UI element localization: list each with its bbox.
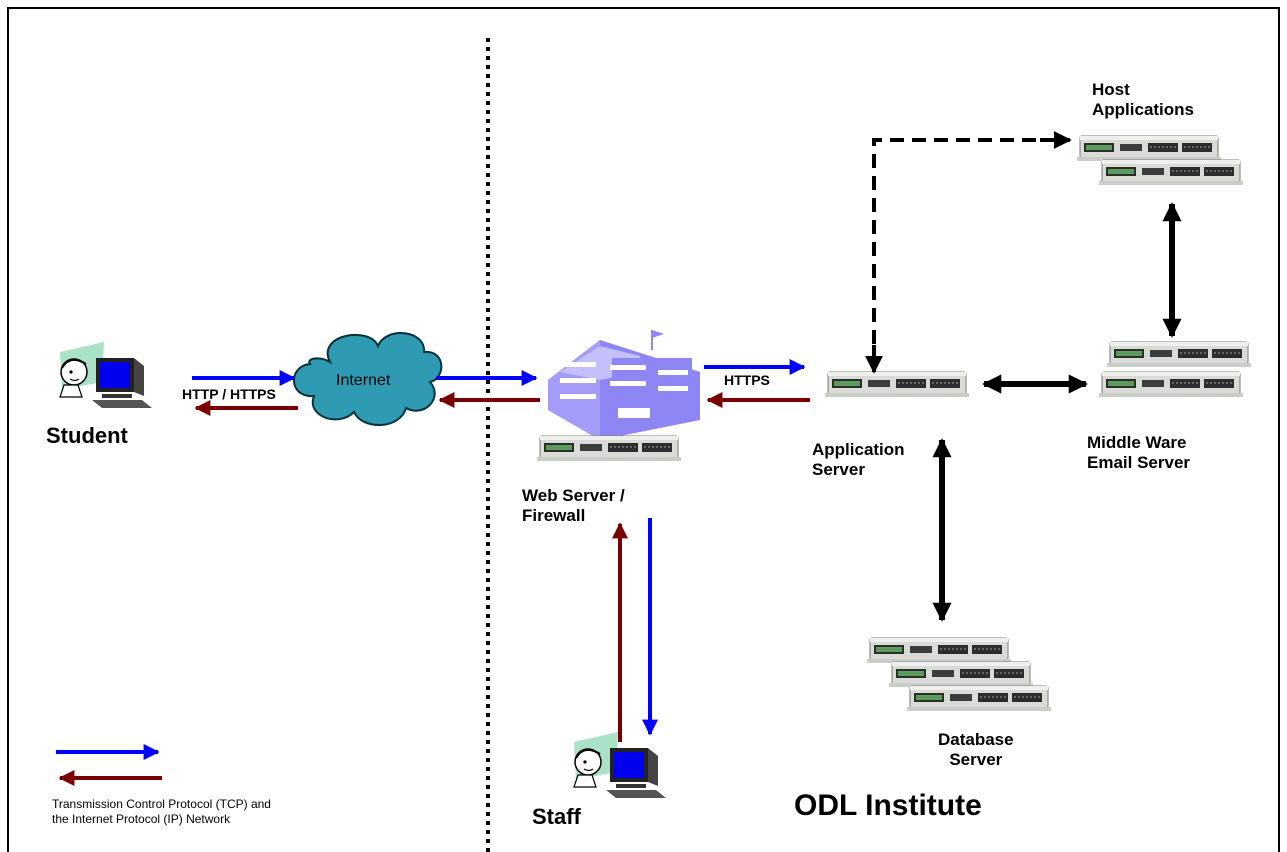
web-server-icon (536, 435, 682, 462)
student-label: Student (46, 423, 128, 448)
database-server-label: Database Server (938, 730, 1014, 770)
application-server-icon (824, 371, 970, 398)
legend-label: Transmission Control Protocol (TCP) and … (52, 797, 271, 826)
diagram-frame (7, 7, 1280, 852)
middleware-server-icon (1106, 341, 1252, 368)
student-computer-icon (59, 341, 153, 409)
staff-label: Staff (532, 804, 581, 829)
middleware-email-label: Middle Ware Email Server (1087, 433, 1191, 473)
web-server-label: Web Server / Firewall (522, 486, 625, 526)
database-server-icon-3 (906, 685, 1052, 712)
building-icon (548, 330, 700, 440)
internet-cloud-icon (293, 332, 443, 426)
middleware-server-icon-2 (1098, 371, 1244, 398)
host-server-icon-2 (1098, 159, 1244, 186)
host-server-icon (1076, 135, 1222, 162)
database-server-icon-2 (888, 661, 1034, 688)
odl-institute-title: ODL Institute (794, 789, 982, 822)
host-applications-label: Host Applications (1092, 80, 1195, 120)
internet-label: Internet (336, 372, 391, 389)
http-https-label: HTTP / HTTPS (182, 386, 276, 402)
https-label: HTTPS (724, 372, 770, 388)
dashed-link-line (872, 138, 1068, 366)
application-server-label: Application Server (812, 440, 905, 480)
database-server-icon (866, 637, 1012, 664)
